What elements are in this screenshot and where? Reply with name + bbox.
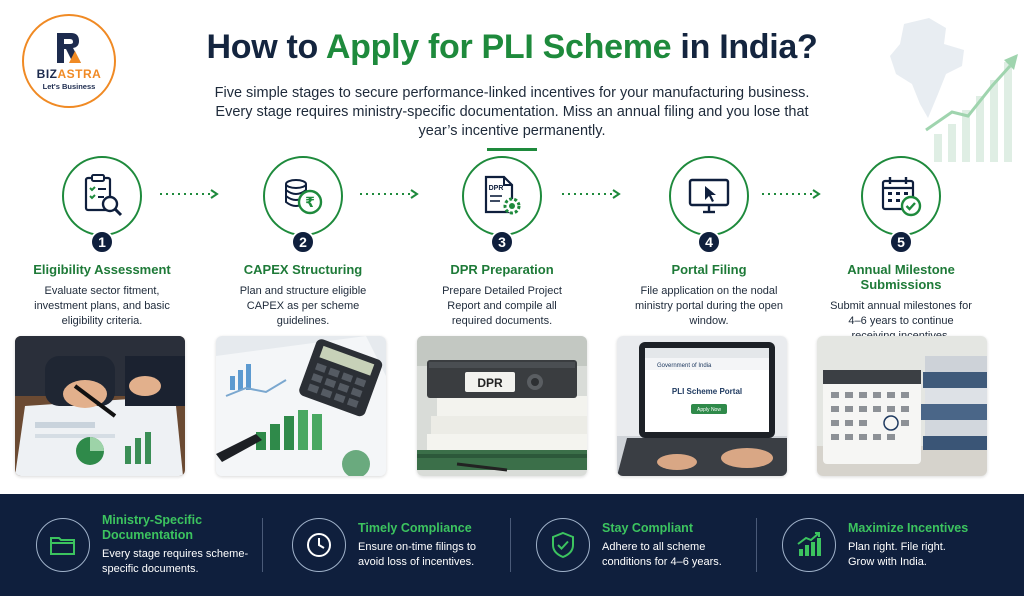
rupee-coins-icon: ₹ <box>285 179 323 215</box>
feature-divider <box>756 518 757 572</box>
photo-calendar-files <box>817 336 987 476</box>
calendar-check-icon <box>881 177 922 217</box>
step-2-icon-circle: ₹ <box>263 156 343 236</box>
step-5-desc: Submit annual milestones for 4–6 years t… <box>830 300 972 342</box>
photo-eligibility-review <box>15 336 185 476</box>
svg-text:₹: ₹ <box>305 195 315 211</box>
step-4: 4 Portal Filing File application on the … <box>614 156 804 329</box>
portal-header-text: Government of India <box>657 363 712 369</box>
step-2-desc: Plan and structure eligible CAPEX as per… <box>239 285 367 327</box>
arrow-right-icon <box>160 189 219 199</box>
photo-portal-laptop: Government of India PLI Scheme Portal Ap… <box>617 336 787 476</box>
folder-icon <box>36 518 90 572</box>
monitor-cursor-icon <box>688 178 730 214</box>
portal-apply-button: Apply Now <box>697 407 721 413</box>
feature-desc: Ensure on-time filings to avoid loss of … <box>358 540 476 568</box>
step-3-number: 3 <box>490 230 514 254</box>
photo-capex-calculator <box>216 336 386 476</box>
step-1-icon-circle <box>62 156 142 236</box>
arrow-right-icon <box>762 189 821 199</box>
feature-desc: Plan right. File right. Grow with India. <box>848 540 946 568</box>
step-4-icon-circle <box>669 156 749 236</box>
step-5-icon-circle <box>861 156 941 236</box>
shield-check-icon <box>536 518 590 572</box>
step-1-title: Eligibility Assessment <box>33 262 171 277</box>
step-3: DPR 3 DPR Preparation Prepare Detailed P… <box>407 156 597 329</box>
step-2-number: 2 <box>291 230 315 254</box>
arrow-right-icon <box>562 189 621 199</box>
feature-title: Ministry-Specific Documentation <box>102 513 203 542</box>
portal-title-text: PLI Scheme Portal <box>672 387 742 396</box>
feature-ministry-documentation: Ministry-Specific Documentation Every st… <box>36 508 252 582</box>
step-4-desc: File application on the nodal ministry p… <box>635 285 783 327</box>
feature-divider <box>510 518 511 572</box>
features-band: Ministry-Specific Documentation Every st… <box>0 494 1024 596</box>
feature-title: Timely Compliance <box>358 520 472 535</box>
feature-timely-compliance: Timely Compliance Ensure on-time filings… <box>292 508 498 582</box>
clock-icon <box>292 518 346 572</box>
feature-stay-compliant: Stay Compliant Adhere to all scheme cond… <box>536 508 732 582</box>
step-2: ₹ 2 CAPEX Structuring Plan and structure… <box>208 156 398 329</box>
page-title: How to Apply for PLI Scheme in India? <box>206 28 818 66</box>
checklist-search-icon <box>84 174 123 217</box>
logo-name: BIZASTRA <box>36 67 102 81</box>
step-2-title: CAPEX Structuring <box>243 262 363 277</box>
step-5: 5 Annual Milestone Submissions Submit an… <box>806 156 996 344</box>
step-1-desc: Evaluate sector fitment, investment plan… <box>34 285 170 327</box>
photo-dpr-binders: DPR <box>417 336 587 476</box>
binder-label: DPR <box>477 376 503 390</box>
step-5-title: Annual Milestone Submissions <box>847 262 955 292</box>
page-subtitle: Five simple stages to secure performance… <box>214 85 810 139</box>
feature-desc: Every stage requires scheme-specific doc… <box>102 548 249 575</box>
growth-chart-icon <box>782 518 836 572</box>
dpr-document-gear-icon: DPR <box>484 175 521 215</box>
title-underline <box>487 148 537 151</box>
bizastra-logo[interactable]: BIZASTRA Let's Business <box>22 14 116 108</box>
step-1-number: 1 <box>90 230 114 254</box>
step-3-title: DPR Preparation <box>450 262 554 277</box>
svg-text:DPR: DPR <box>489 185 504 192</box>
step-4-title: Portal Filing <box>671 262 747 277</box>
step-3-desc: Prepare Detailed Project Report and comp… <box>442 285 562 327</box>
feature-title: Stay Compliant <box>602 520 693 535</box>
feature-desc: Adhere to all scheme conditions for 4–6 … <box>602 540 722 568</box>
feature-divider <box>262 518 263 572</box>
feature-title: Maximize Incentives <box>848 520 969 535</box>
logo-mark-icon <box>57 33 81 63</box>
step-5-number: 5 <box>889 230 913 254</box>
step-3-icon-circle: DPR <box>462 156 542 236</box>
logo-tagline: Let's Business <box>42 82 96 91</box>
step-4-number: 4 <box>697 230 721 254</box>
feature-maximize-incentives: Maximize Incentives Plan right. File rig… <box>782 508 968 582</box>
arrow-right-icon <box>360 189 419 199</box>
step-1: 1 Eligibility Assessment Evaluate sector… <box>7 156 197 329</box>
india-map-growth-decoration-icon <box>890 18 1018 162</box>
